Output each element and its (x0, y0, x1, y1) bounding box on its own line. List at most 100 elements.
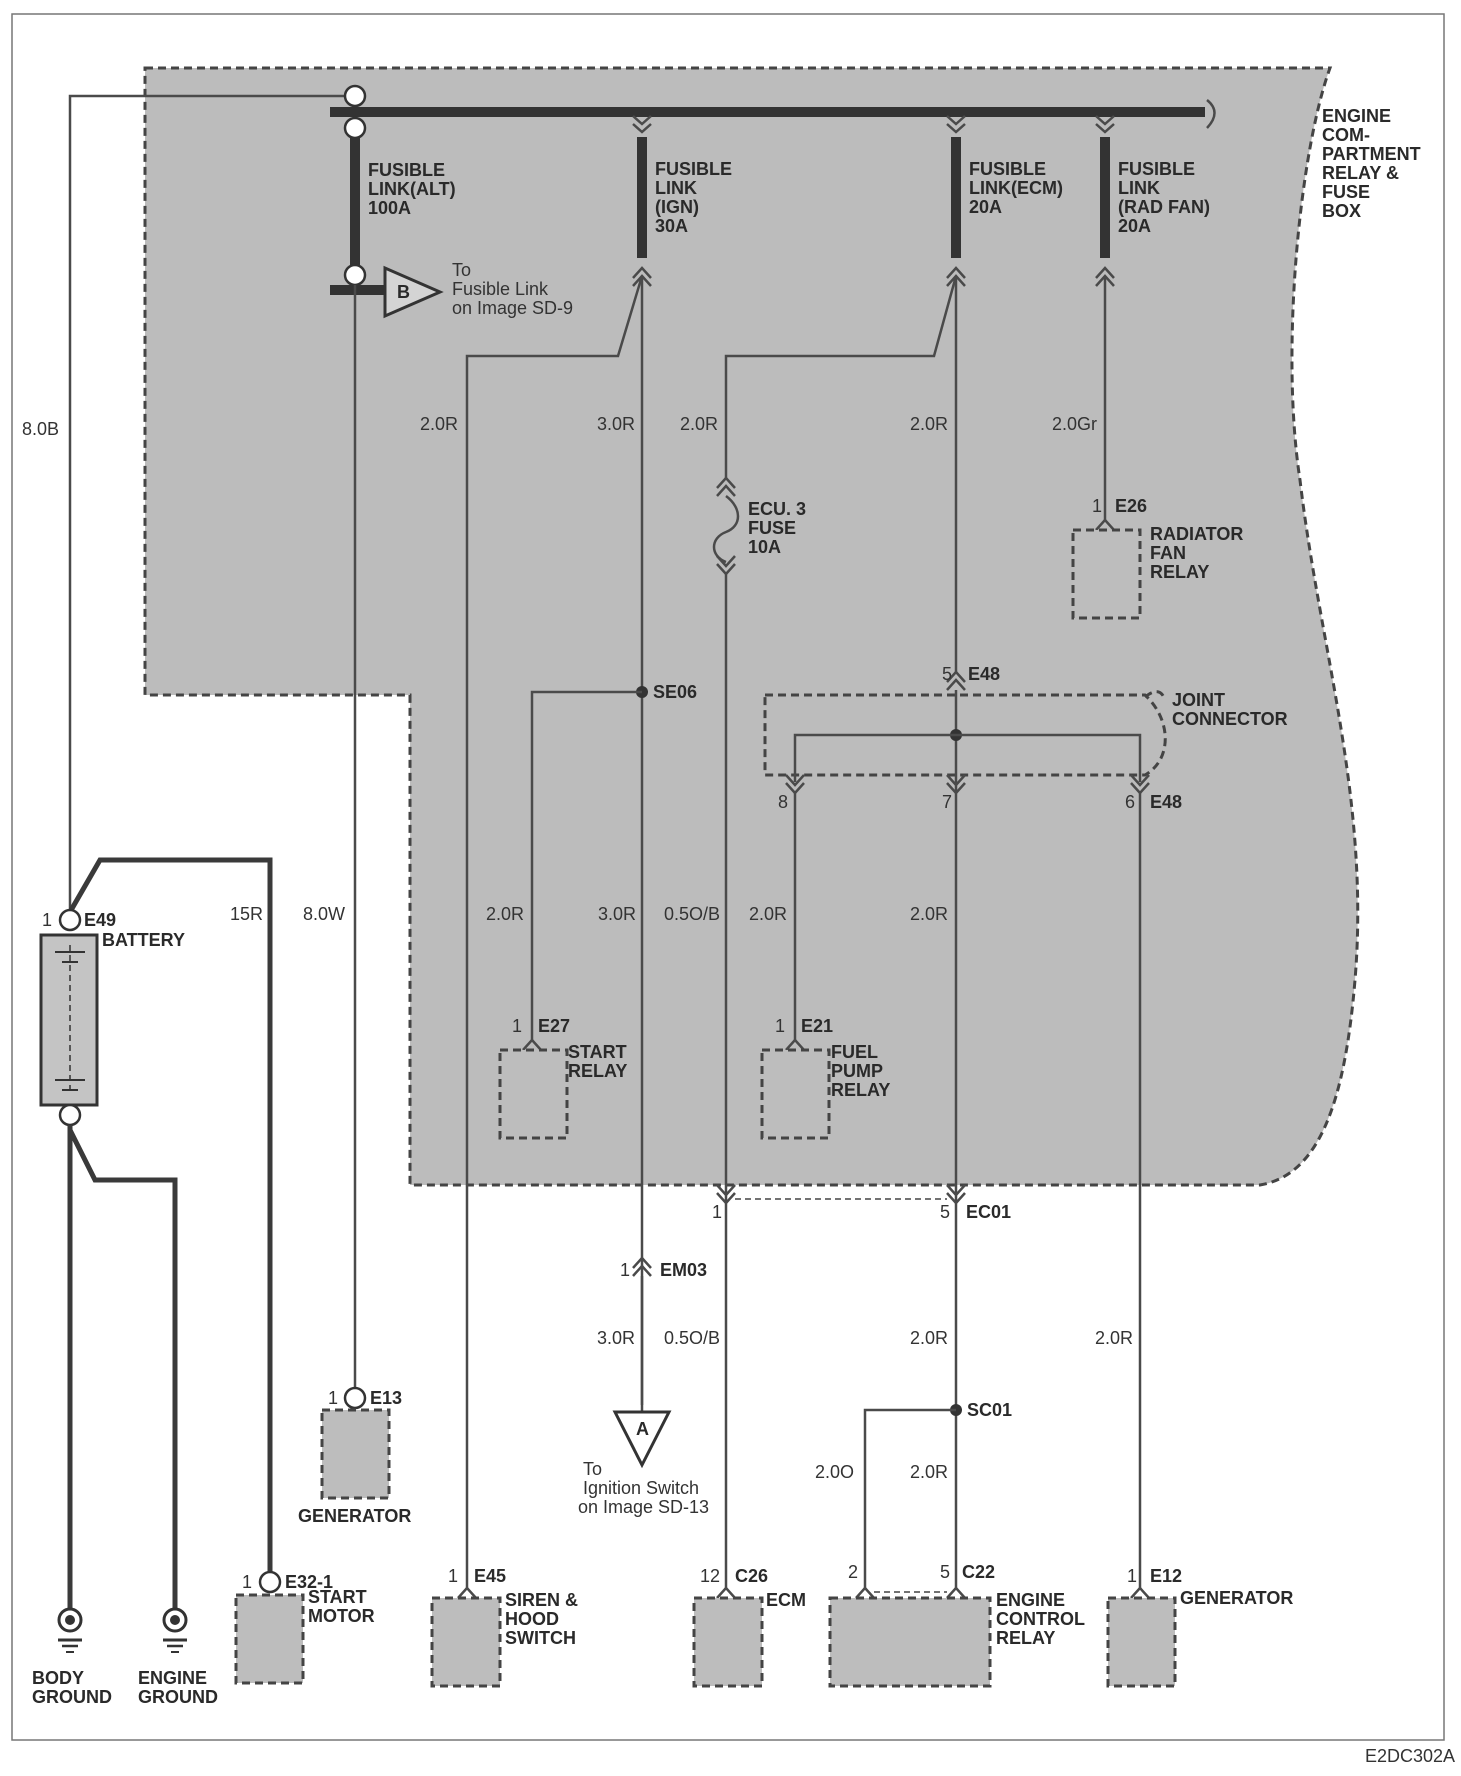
fuel-pump-relay (760, 1048, 831, 1140)
ref-b-arrow (383, 265, 444, 319)
svg-text:START: START (308, 1587, 367, 1607)
ec01-pin-left: 1 (712, 1202, 722, 1222)
svg-text:PUMP: PUMP (831, 1061, 883, 1081)
c22-pin-right: 5 (940, 1562, 950, 1582)
svg-text:BOX: BOX (1322, 201, 1361, 221)
em03-pin (632, 1256, 652, 1277)
wire-label: 2.0R (1095, 1328, 1133, 1348)
ecm (692, 1596, 764, 1688)
wire-label: 2.0R (910, 414, 948, 434)
e48-top-pin-number: 5 (942, 664, 952, 684)
engine-control-relay-label: ENGINE CONTROL RELAY (996, 1590, 1085, 1648)
wire-label: 0.5O/B (664, 1328, 720, 1348)
wire-label: 15R (230, 904, 263, 924)
e48-pin-label: 6 (1125, 792, 1135, 812)
svg-text:PARTMENT: PARTMENT (1322, 144, 1421, 164)
em03-connector-id: EM03 (660, 1260, 707, 1280)
start-motor-label: START MOTOR (308, 1587, 375, 1626)
e45-connector-id: E45 (474, 1566, 506, 1586)
wire-label: 2.0R (486, 904, 524, 924)
ref-b-letter: B (397, 282, 410, 302)
svg-text:To: To (583, 1459, 602, 1479)
e21-pin-number: 1 (775, 1016, 785, 1036)
svg-text:100A: 100A (368, 198, 411, 218)
engine-ground-icon (162, 1607, 188, 1653)
wire-label: 2.0R (910, 904, 948, 924)
wire-label: 2.0R (910, 1328, 948, 1348)
wire-8-0b (68, 94, 355, 912)
svg-text:LINK(ECM): LINK(ECM) (969, 178, 1063, 198)
e32-terminal (258, 1570, 282, 1594)
fusible-link-rad-fan-label: FUSIBLE LINK (RAD FAN) 20A (1118, 159, 1210, 236)
wire-label: 3.0R (597, 1328, 635, 1348)
svg-text:FAN: FAN (1150, 543, 1186, 563)
e27-pin-number: 1 (512, 1016, 522, 1036)
c22-connector-id: C22 (962, 1562, 995, 1582)
ref-b-label: To Fusible Link on Image SD-9 (452, 260, 573, 318)
c22-pin-left: 2 (848, 1562, 858, 1582)
c26-pin-number: 12 (700, 1566, 720, 1586)
body-ground-icon (57, 1607, 83, 1653)
start-relay (498, 1048, 569, 1140)
generator-e13-label: GENERATOR (298, 1506, 411, 1526)
svg-text:To: To (452, 260, 471, 280)
svg-text:RELAY: RELAY (568, 1061, 627, 1081)
battery (39, 933, 99, 1107)
alt-terminal (343, 263, 367, 287)
svg-text:FUSE: FUSE (1322, 182, 1370, 202)
ecu-fuse-symbol (712, 495, 740, 564)
e49-connector-id: E49 (84, 910, 116, 930)
svg-text:HOOD: HOOD (505, 1609, 559, 1629)
svg-text:FUEL: FUEL (831, 1042, 878, 1062)
svg-text:FUSIBLE: FUSIBLE (368, 160, 445, 180)
svg-text:30A: 30A (655, 216, 688, 236)
start-motor (234, 1593, 305, 1685)
svg-text:JOINT: JOINT (1172, 690, 1225, 710)
ecu-fuse-top (716, 476, 736, 497)
wire-label: 2.0Gr (1052, 414, 1097, 434)
e49-pin-number: 1 (42, 910, 52, 930)
fuel-pump-relay-label: FUEL PUMP RELAY (831, 1042, 890, 1100)
generator-e12-label: GENERATOR (1180, 1588, 1293, 1608)
e48-pin-label: 7 (942, 792, 952, 812)
svg-text:on Image SD-13: on Image SD-13 (578, 1497, 709, 1517)
e48-top-id: E48 (968, 664, 1000, 684)
svg-text:RELAY: RELAY (996, 1628, 1055, 1648)
engine-ground-label: ENGINE GROUND (138, 1668, 218, 1707)
svg-text:CONTROL: CONTROL (996, 1609, 1085, 1629)
joint-bus (793, 733, 1142, 782)
ign-link-top (632, 115, 652, 134)
generator-e12 (1106, 1596, 1177, 1688)
radiator-fan-relay-label: RADIATOR FAN RELAY (1150, 524, 1243, 582)
svg-text:(IGN): (IGN) (655, 197, 699, 217)
bus-terminal-alt (343, 116, 367, 140)
wire-label: 2.0O (815, 1462, 854, 1482)
svg-text:RELAY: RELAY (831, 1080, 890, 1100)
svg-text:RELAY &: RELAY & (1322, 163, 1399, 183)
wire-label: 8.0B (22, 419, 59, 439)
ref-a-letter: A (636, 1419, 649, 1439)
siren-hood-switch-label: SIREN & HOOD SWITCH (505, 1590, 578, 1648)
svg-text:20A: 20A (1118, 216, 1151, 236)
ecm-label: ECM (766, 1590, 806, 1610)
svg-text:20A: 20A (969, 197, 1002, 217)
svg-text:10A: 10A (748, 537, 781, 557)
c22-pin-2 (855, 1586, 875, 1599)
bus-bar-end (1206, 99, 1216, 129)
svg-text:on Image SD-9: on Image SD-9 (452, 298, 573, 318)
svg-text:SIREN &: SIREN & (505, 1590, 578, 1610)
ref-a-label: To Ignition Switch on Image SD-13 (578, 1459, 709, 1517)
figure-code: E2DC302A (1365, 1746, 1455, 1766)
e32-connector-id: E32-1 (285, 1572, 333, 1592)
ecm-link-top (946, 115, 966, 134)
svg-text:FUSE: FUSE (748, 518, 796, 538)
e45-pin (457, 1586, 477, 1599)
fuse-box-region (143, 66, 1360, 1187)
svg-text:RADIATOR: RADIATOR (1150, 524, 1243, 544)
body-ground-label: BODY GROUND (32, 1668, 112, 1707)
svg-text:SWITCH: SWITCH (505, 1628, 576, 1648)
joint-connector-box (763, 693, 1167, 777)
em03-pin-number: 1 (620, 1260, 630, 1280)
fusible-link-ign-label: FUSIBLE LINK (IGN) 30A (655, 159, 732, 236)
